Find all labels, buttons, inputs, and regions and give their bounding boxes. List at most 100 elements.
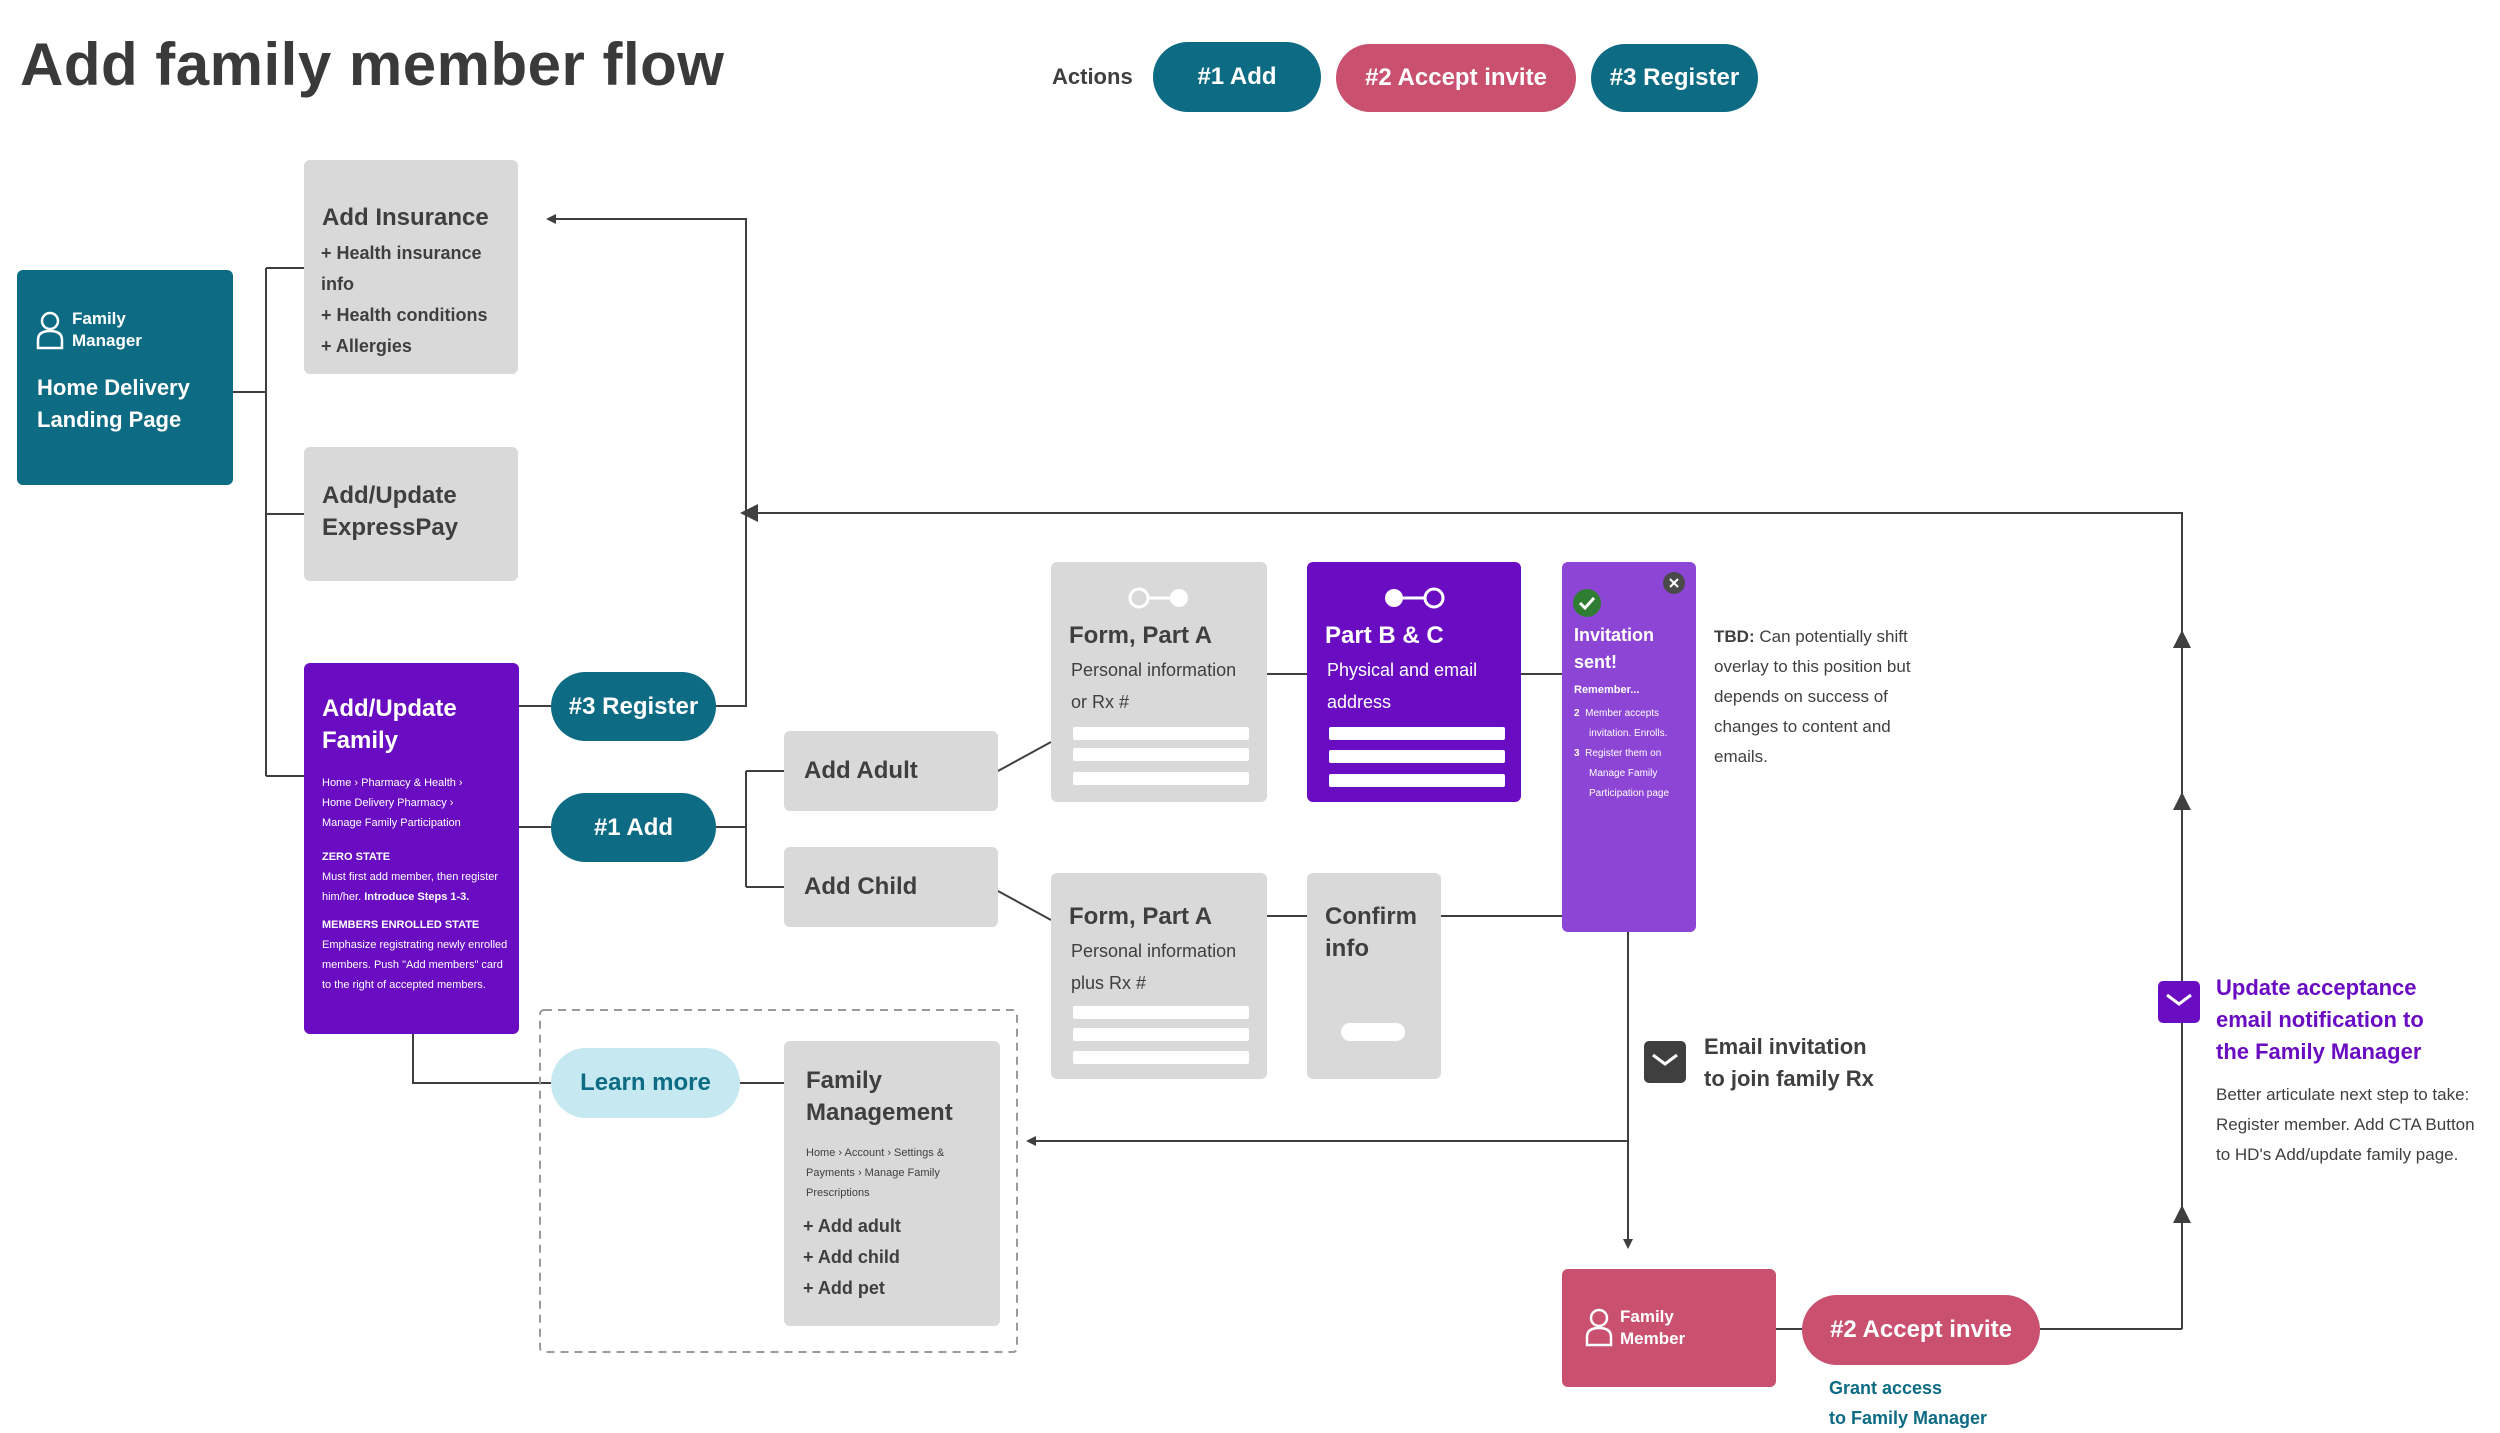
grant-access-line: to Family Manager	[1829, 1408, 1988, 1428]
update-acceptance-line: Update acceptance	[2216, 975, 2417, 1000]
form-field-placeholder	[1329, 750, 1505, 763]
legend-register-pill: #3 Register	[1591, 44, 1758, 112]
expresspay-line2: ExpressPay	[322, 514, 459, 541]
step-text: Member accepts	[1585, 708, 1660, 719]
form-desc: plus Rx #	[1071, 973, 1147, 993]
enrolled-state-text: members. Push "Add members" card	[322, 959, 503, 971]
family-member-label: Family	[1620, 1307, 1674, 1326]
family-mgmt-title: Family	[806, 1067, 883, 1094]
zero-state-title: ZERO STATE	[322, 851, 391, 863]
part-bc-title: Part B & C	[1325, 622, 1444, 649]
form-field-placeholder	[1329, 774, 1505, 787]
step-number: 2	[1574, 708, 1580, 719]
check-icon	[1573, 589, 1601, 617]
legend-add-pill: #1 Add	[1153, 42, 1321, 112]
update-acceptance-note-line: Better articulate next step to take:	[2216, 1085, 2470, 1104]
form-field-placeholder	[1073, 1028, 1249, 1041]
family-mgmt-item: + Add child	[803, 1247, 900, 1267]
envelope-icon	[2158, 981, 2200, 1023]
add-insurance-title: Add Insurance	[322, 204, 489, 231]
zero-state-emphasis: Introduce Steps 1-3.	[364, 891, 470, 903]
family-member-box: Family Member	[1562, 1269, 1776, 1387]
accept-invite-pill[interactable]: #2 Accept invite	[1802, 1295, 2040, 1365]
update-family-box: Add/Update Family Home › Pharmacy & Heal…	[304, 663, 519, 1034]
step-text: Register them on	[1585, 748, 1662, 759]
person-icon	[1585, 1308, 1613, 1347]
form-field-placeholder	[1329, 727, 1505, 740]
grant-access-label: Grant access to Family Manager	[1829, 1373, 1987, 1433]
enrolled-state-text: to the right of accepted members.	[322, 979, 486, 991]
update-acceptance-line: email notification to	[2216, 1007, 2424, 1032]
learn-more-pill[interactable]: Learn more	[551, 1048, 740, 1118]
update-acceptance-line: the Family Manager	[2216, 1039, 2422, 1064]
breadcrumb: Home › Account › Settings &	[806, 1147, 945, 1159]
update-family-line1: Add/Update	[322, 695, 457, 722]
insurance-item: + Health insurance info	[321, 243, 482, 294]
add-child-box[interactable]: Add Child	[784, 847, 998, 927]
update-family-line2: Family	[322, 727, 399, 754]
add-pill[interactable]: #1 Add	[551, 793, 716, 862]
confirm-title: info	[1325, 935, 1369, 962]
breadcrumb: Payments › Manage Family	[806, 1167, 940, 1179]
register-pill[interactable]: #3 Register	[551, 672, 716, 741]
breadcrumb: Manage Family Participation	[322, 817, 461, 829]
close-icon[interactable]	[1662, 571, 1686, 595]
email-invitation-line: Email invitation	[1704, 1034, 1867, 1059]
form-desc: or Rx #	[1071, 692, 1130, 712]
invitation-title: sent!	[1574, 652, 1618, 672]
email-invitation-line: to join family Rx	[1704, 1066, 1874, 1091]
update-acceptance-note-line: Register member. Add CTA Button	[2216, 1115, 2475, 1134]
form-field-placeholder	[1073, 748, 1249, 761]
tbd-text: emails.	[1714, 747, 1768, 766]
form-title: Form, Part A	[1069, 622, 1213, 649]
insurance-item: + Health conditions	[321, 305, 488, 325]
remember-label: Remember...	[1574, 684, 1640, 696]
envelope-icon	[1644, 1041, 1686, 1083]
legend-accept-pill: #2 Accept invite	[1336, 44, 1576, 112]
step-text: Participation page	[1589, 788, 1670, 799]
form-field-placeholder	[1073, 1006, 1249, 1019]
zero-state-text: Must first add member, then register	[322, 871, 499, 883]
tbd-label: TBD:	[1714, 627, 1755, 646]
insurance-item: + Allergies	[321, 336, 412, 356]
family-mgmt-item: + Add adult	[803, 1216, 901, 1236]
zero-state-text: him/her.	[322, 891, 362, 903]
form-field-placeholder	[1073, 772, 1249, 785]
tbd-note: TBD: Can potentially shift overlay to th…	[1714, 622, 1911, 772]
grant-access-line: Grant access	[1829, 1378, 1943, 1398]
expresspay-box: Add/Update ExpressPay	[304, 447, 518, 581]
add-child-label: Add Child	[804, 873, 918, 900]
family-mgmt-item: + Add pet	[803, 1278, 885, 1298]
add-adult-box[interactable]: Add Adult	[784, 731, 998, 811]
form-part-a-child: Form, Part A Personal information plus R…	[1051, 873, 1267, 1079]
confirm-info-box: Confirm info	[1307, 873, 1441, 1079]
step-number: 3	[1574, 748, 1580, 759]
landing-page-line1: Home Delivery	[37, 375, 190, 400]
form-field-placeholder	[1073, 727, 1249, 740]
landing-page-line2: Landing Page	[37, 407, 182, 432]
breadcrumb: Home Delivery Pharmacy ›	[322, 797, 454, 809]
update-acceptance-title: Update acceptance email notification to …	[2216, 972, 2424, 1068]
add-insurance-box: Add Insurance + Health insurance info + …	[304, 160, 518, 374]
part-bc-desc: address	[1327, 692, 1392, 712]
part-bc-box: Part B & C Physical and email address	[1307, 562, 1521, 802]
family-member-label: Member	[1620, 1329, 1686, 1348]
expresspay-line1: Add/Update	[322, 482, 457, 509]
form-desc: Personal information	[1071, 941, 1237, 961]
confirm-title: Confirm	[1325, 903, 1417, 930]
invitation-sent-overlay: Invitation sent! Remember... 2 Member ac…	[1562, 562, 1696, 932]
actions-label: Actions	[1052, 64, 1133, 89]
role-label-line2: Manager	[72, 331, 142, 350]
role-label-line1: Family	[72, 309, 126, 328]
invitation-title: Invitation	[1574, 625, 1654, 645]
page-title: Add family member flow	[20, 31, 725, 98]
part-bc-desc: Physical and email	[1327, 660, 1478, 680]
tbd-text: overlay to this position but	[1714, 657, 1911, 676]
family-manager-box: Family Manager Home Delivery Landing Pag…	[17, 270, 233, 485]
step-indicator-icon	[1128, 587, 1188, 609]
add-adult-label: Add Adult	[804, 757, 918, 784]
family-management-box: Family Management Home › Account › Setti…	[784, 1041, 1000, 1326]
form-part-a-adult: Form, Part A Personal information or Rx …	[1051, 562, 1267, 802]
form-field-placeholder	[1073, 1051, 1249, 1064]
enrolled-state-text: Emphasize registrating newly enrolled	[322, 939, 508, 951]
